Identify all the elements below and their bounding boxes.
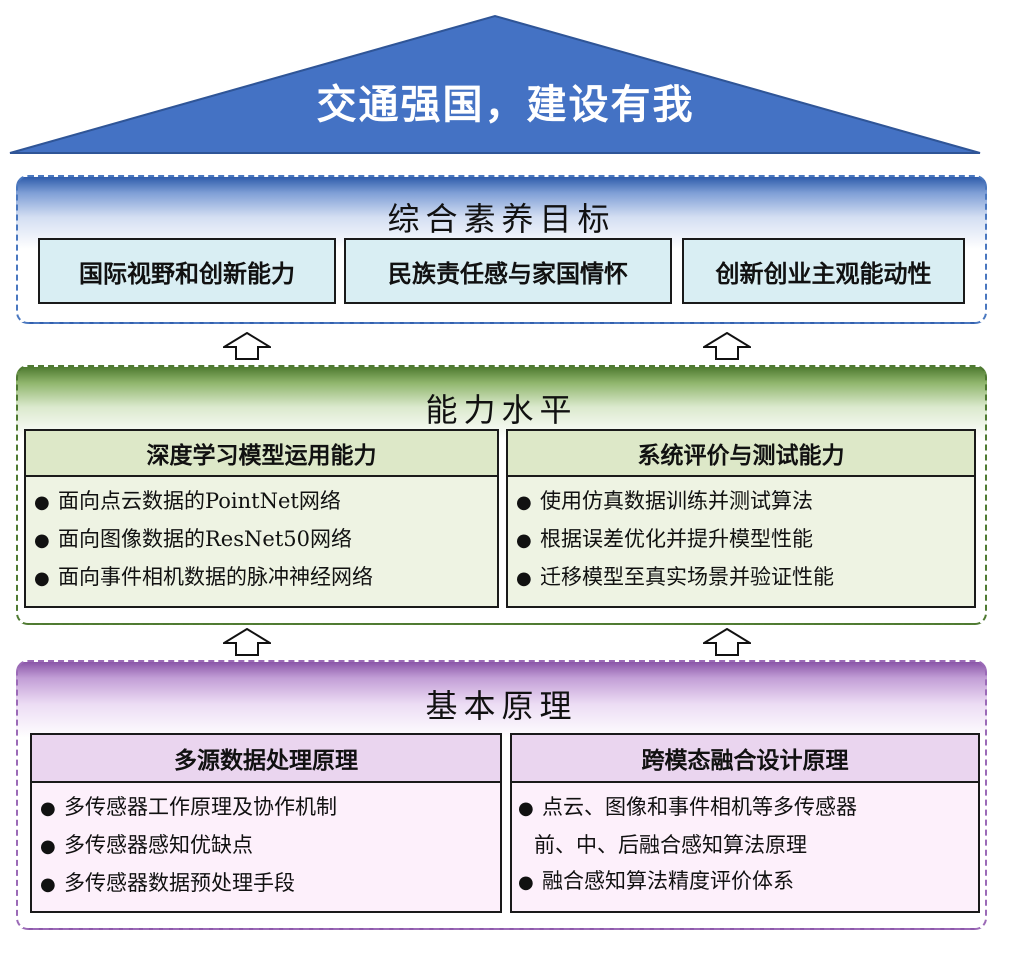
principles-title: 基本原理 <box>425 687 578 725</box>
main-slogan: 交通强国，建设有我 <box>316 82 695 128</box>
list-item: ●融合感知算法精度评价体系 <box>518 863 978 901</box>
hollow-up-arrow-icon <box>703 332 751 360</box>
goal-box-2: 民族责任感与家国情怀 <box>344 238 672 304</box>
list-item: ●面向图像数据的ResNet50网络 <box>34 521 497 559</box>
bullet-icon: ● <box>34 568 50 589</box>
bullet-icon: ● <box>516 568 532 589</box>
principle-box-crossmodal: 跨模态融合设计原理 ●点云、图像和事件相机等多传感器 前、中、后融合感知算法原理… <box>510 733 980 913</box>
ability-box-deep-learning: 深度学习模型运用能力 ●面向点云数据的PointNet网络 ●面向图像数据的Re… <box>24 429 499 608</box>
bullet-icon: ● <box>516 492 532 513</box>
goal-box-1: 国际视野和创新能力 <box>38 238 336 304</box>
principle-box-list: ●多传感器工作原理及协作机制 ●多传感器感知优缺点 ●多传感器数据预处理手段 <box>32 781 500 911</box>
principle-box-multisource: 多源数据处理原理 ●多传感器工作原理及协作机制 ●多传感器感知优缺点 ●多传感器… <box>30 733 502 913</box>
list-item: ●多传感器感知优缺点 <box>40 827 500 865</box>
goal-box-3: 创新创业主观能动性 <box>682 238 965 304</box>
ability-box-list: ●使用仿真数据训练并测试算法 ●根据误差优化并提升模型性能 ●迁移模型至真实场景… <box>508 475 974 606</box>
list-item: ●使用仿真数据训练并测试算法 <box>516 483 974 521</box>
ability-title: 能力水平 <box>425 391 578 429</box>
list-item: ●根据误差优化并提升模型性能 <box>516 521 974 559</box>
bullet-icon: ● <box>516 530 532 551</box>
bullet-icon: ● <box>518 872 534 893</box>
list-item-continuation: 前、中、后融合感知算法原理 <box>534 833 807 857</box>
list-item: ●点云、图像和事件相机等多传感器 <box>518 789 978 827</box>
ability-box-list: ●面向点云数据的PointNet网络 ●面向图像数据的ResNet50网络 ●面… <box>26 475 497 606</box>
hollow-up-arrow-icon <box>703 628 751 656</box>
goals-title: 综合素养目标 <box>387 200 616 238</box>
principle-box-list: ●点云、图像和事件相机等多传感器 前、中、后融合感知算法原理 ●融合感知算法精度… <box>512 781 978 911</box>
list-item: ●迁移模型至真实场景并验证性能 <box>516 559 974 597</box>
ability-box-evaluation: 系统评价与测试能力 ●使用仿真数据训练并测试算法 ●根据误差优化并提升模型性能 … <box>506 429 976 608</box>
bullet-icon: ● <box>40 874 56 895</box>
ability-box-header: 系统评价与测试能力 <box>508 431 974 477</box>
roof-triangle <box>9 14 981 154</box>
list-item: ●多传感器数据预处理手段 <box>40 865 500 903</box>
bullet-icon: ● <box>34 492 50 513</box>
bullet-icon: ● <box>40 798 56 819</box>
hollow-up-arrow-icon <box>223 628 271 656</box>
list-item: ●面向事件相机数据的脉冲神经网络 <box>34 559 497 597</box>
bullet-icon: ● <box>34 530 50 551</box>
ability-box-header: 深度学习模型运用能力 <box>26 431 497 477</box>
bullet-icon: ● <box>518 798 534 819</box>
bullet-icon: ● <box>40 836 56 857</box>
principle-box-header: 多源数据处理原理 <box>32 735 500 783</box>
hollow-up-arrow-icon <box>223 332 271 360</box>
list-item: ●多传感器工作原理及协作机制 <box>40 789 500 827</box>
principle-box-header: 跨模态融合设计原理 <box>512 735 978 783</box>
list-item: ●面向点云数据的PointNet网络 <box>34 483 497 521</box>
